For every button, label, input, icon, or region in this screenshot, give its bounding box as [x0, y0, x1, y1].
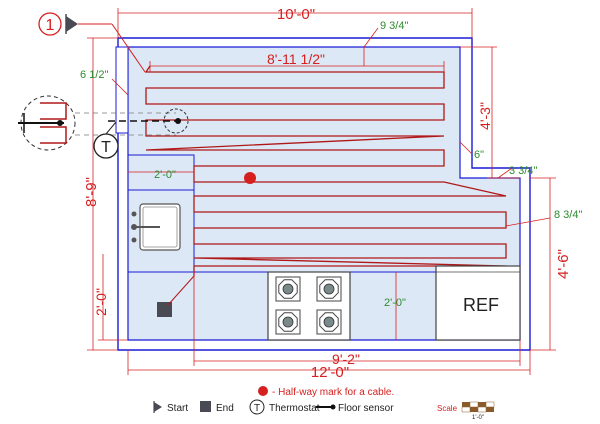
thermostat-icon [249, 399, 265, 415]
thermostat: T [93, 121, 119, 159]
scale-bar: 1'-0" [461, 401, 495, 421]
dim-left-zone: 2'-0" [154, 169, 176, 181]
plan-marker: 1 [38, 12, 146, 73]
dim-counter-depth: 2'-0" [384, 297, 406, 309]
thermostat-icon-glyph: T [254, 403, 260, 414]
halfway-mark [244, 172, 256, 184]
stove-burner [316, 276, 342, 302]
stove-burner [275, 276, 301, 302]
stove-burner [275, 309, 301, 335]
dim-notch-top: 3 3/4" [509, 165, 537, 177]
legend-halfway-dot [258, 386, 268, 396]
start-icon [154, 402, 162, 412]
floor-sensor [108, 108, 189, 134]
legend: - Half-way mark for a cable. Start End T… [153, 386, 495, 421]
heating-cable [144, 65, 507, 276]
sink [131, 203, 181, 251]
scale-value: 1'-0" [472, 415, 484, 421]
dim-notch-gap: 6" [474, 149, 484, 161]
legend-end-label: End [216, 403, 234, 414]
thermostat-symbol: T [101, 139, 111, 156]
end-icon [200, 401, 211, 412]
dim-right-upper: 4'-3" [477, 102, 493, 130]
sensor-detail [18, 95, 176, 151]
dim-left-height: 8'-9" [83, 177, 100, 207]
end-marker [157, 302, 172, 317]
plan-marker-number: 1 [46, 17, 55, 34]
legend-start-label: Start [167, 403, 188, 414]
dim-top-gap: 9 3/4" [380, 20, 408, 32]
dim-left-lower: 2'-0" [93, 288, 109, 316]
door-jamb [115, 46, 129, 134]
legend-halfway-text: - Half-way mark for a cable. [272, 387, 394, 398]
stove [267, 271, 351, 341]
dim-total-width: 10'-0" [277, 6, 315, 23]
refrigerator-label: REF [463, 295, 499, 315]
dim-heated-width: 8'-11 1/2" [267, 51, 325, 67]
stove-burner [316, 309, 342, 335]
end-leader [167, 275, 195, 306]
legend-sensor-label: Floor sensor [338, 403, 394, 414]
dim-right-gap: 8 3/4" [554, 209, 582, 221]
dim-left-gap: 6 1/2" [80, 69, 108, 81]
refrigerator: REF [435, 265, 521, 341]
dimension-lines [87, 8, 556, 375]
dim-right-lower: 4'-6" [555, 249, 572, 279]
dim-total-width-bottom: 12'-0" [311, 364, 349, 381]
legend-thermostat-label: Thermostat [269, 403, 320, 414]
dim-heated-bottom: 9'-2" [332, 351, 360, 367]
legend-scale-label: Scale [437, 404, 458, 413]
